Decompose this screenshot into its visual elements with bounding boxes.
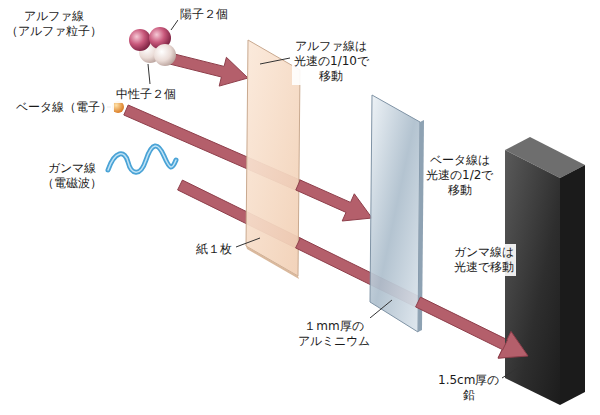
beta-ray-arrow xyxy=(296,180,372,221)
leader-line xyxy=(370,300,392,318)
gamma-wave xyxy=(108,146,176,172)
leader-line xyxy=(236,238,260,247)
label: ベータ線は 光速の1/2で 移動 xyxy=(424,152,495,199)
alpha-ray-arrow xyxy=(167,53,248,86)
neutron xyxy=(154,44,176,66)
leader-line xyxy=(260,58,290,64)
lead-side xyxy=(560,165,585,405)
label: 1.5cm厚の 鉛 xyxy=(436,372,501,404)
label: ベータ線（電子） xyxy=(14,99,114,116)
aluminium-plate xyxy=(370,95,420,332)
leader-line xyxy=(148,64,150,84)
label: 紙１枚 xyxy=(194,241,234,258)
label: アルファ線は 光速の1/10で 移動 xyxy=(292,38,371,85)
label: アルファ線 （アルファ粒子） xyxy=(4,8,104,40)
label: ガンマ線 （電磁波） xyxy=(40,160,104,192)
gamma-wave-highlight xyxy=(108,146,176,172)
leader-line xyxy=(502,368,518,378)
leader-line xyxy=(171,20,178,30)
proton xyxy=(129,29,151,51)
label: 中性子２個 xyxy=(114,86,178,103)
lead-block xyxy=(505,150,560,405)
label: ガンマ線は 光速で移動 xyxy=(452,244,516,276)
label: 陽子２個 xyxy=(178,6,230,23)
label: １mm厚の アルミニウム xyxy=(296,318,372,350)
paper-edge xyxy=(246,246,299,279)
gamma-ray-arrow xyxy=(498,331,528,358)
